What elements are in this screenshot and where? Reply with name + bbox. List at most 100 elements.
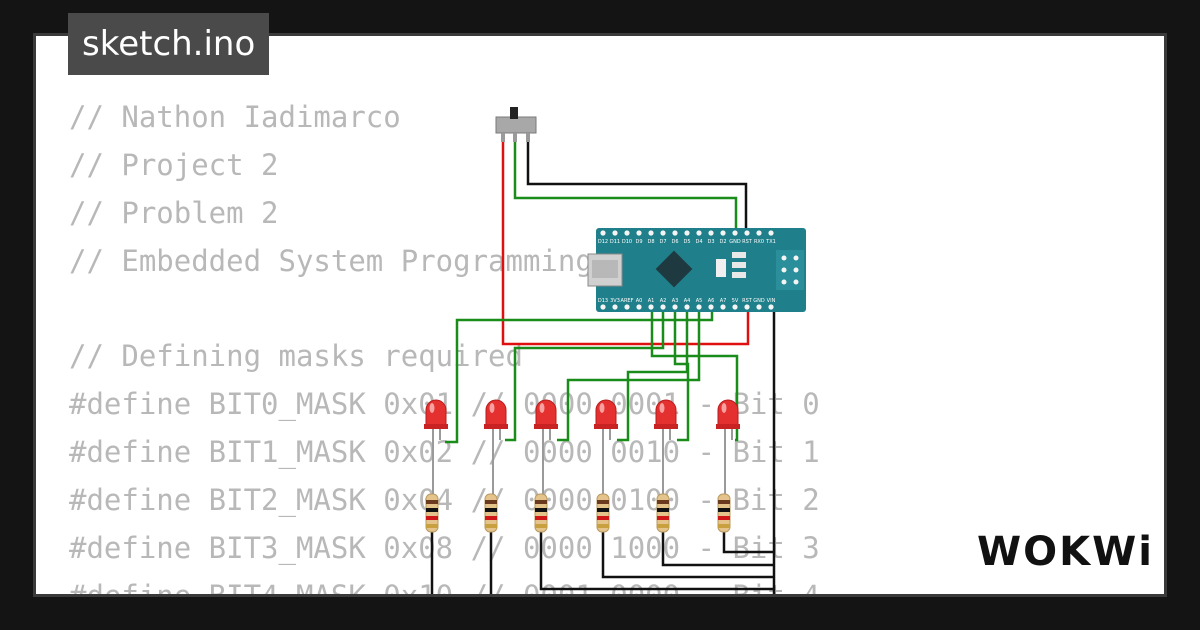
wire-led0 (445, 308, 714, 444)
wire-switch-d2 (513, 140, 738, 232)
pin-label: D5 (683, 239, 690, 245)
pin-label: A0 (636, 298, 643, 304)
pin-label: GND (753, 298, 765, 304)
pin-label: D4 (695, 239, 702, 245)
board-pin (756, 230, 762, 236)
board-pin (648, 230, 654, 236)
pin-label: A1 (648, 298, 655, 304)
board-pin (756, 304, 762, 310)
top-pin-row (600, 230, 774, 236)
board-pin (696, 304, 702, 310)
board-pin (600, 230, 606, 236)
pin-label: TX1 (765, 239, 776, 245)
board-pin (612, 230, 618, 236)
wire-gnd-r2 (539, 530, 774, 591)
code-line: #define BIT3_MASK 0x08 // 0000 1000 - Bi… (69, 531, 820, 566)
board-pin (648, 304, 654, 310)
pin-label: A3 (672, 298, 679, 304)
resistor[interactable] (534, 493, 548, 533)
board-pin (660, 304, 666, 310)
pin-label: 3V3 (610, 298, 620, 304)
board-pin (720, 230, 726, 236)
pin-label: A6 (708, 298, 715, 304)
pin-label: A4 (684, 298, 691, 304)
wire-gnd-r3 (601, 530, 774, 579)
pin-label: RST (742, 239, 753, 245)
board-pin (732, 230, 738, 236)
code-line: // Project 2 (69, 147, 279, 182)
pin-label: D13 (598, 298, 608, 304)
wokwi-logo: WOKWi (977, 529, 1154, 575)
red-led[interactable] (654, 399, 678, 496)
board-pin (636, 230, 642, 236)
pin-label: A5 (696, 298, 703, 304)
pin-label: D10 (622, 239, 632, 245)
red-led[interactable] (484, 399, 508, 496)
board-pin (696, 230, 702, 236)
board-pin (624, 230, 630, 236)
resistor[interactable] (717, 493, 731, 533)
code-line: #define BIT1_MASK 0x02 // 0000 0010 - Bi… (69, 435, 820, 470)
wire-led2 (557, 308, 701, 442)
wire-switch-5v (501, 140, 750, 346)
board-pin (624, 304, 630, 310)
file-name-label: sketch.ino (82, 24, 256, 64)
board-pin (636, 304, 642, 310)
wokwi-logo-text: WOKWi (977, 529, 1154, 575)
resistor[interactable] (425, 493, 439, 533)
wire-switch-gnd (526, 140, 748, 232)
board-pin (708, 230, 714, 236)
red-led[interactable] (424, 399, 448, 496)
pin-label: D12 (598, 239, 608, 245)
pin-label: GND (729, 239, 741, 245)
resistor[interactable] (656, 493, 670, 533)
wire-led5 (650, 308, 739, 442)
pin-label: D2 (719, 239, 726, 245)
pin-label: D11 (610, 239, 620, 245)
pin-label: AREF (621, 298, 634, 304)
slide-switch[interactable] (495, 107, 537, 142)
board-pin (684, 230, 690, 236)
pin-label: A2 (660, 298, 667, 304)
pin-label: D3 (707, 239, 714, 245)
board-pin (672, 230, 678, 236)
pin-label: A7 (720, 298, 727, 304)
pin-label: RST (742, 298, 753, 304)
board-pin (768, 304, 774, 310)
board-pin (672, 304, 678, 310)
file-name-tab: sketch.ino (68, 13, 270, 75)
board-pin (684, 304, 690, 310)
board-pin (660, 230, 666, 236)
board-pin (732, 304, 738, 310)
code-line: // Embedded System Programming (69, 243, 593, 278)
pin-label: D8 (647, 239, 654, 245)
wire-led1 (505, 308, 665, 442)
wire-gnd-r4 (661, 530, 774, 567)
red-led[interactable] (594, 399, 618, 496)
board-pin (600, 304, 606, 310)
pin-label: VIN (767, 298, 776, 304)
pin-label: 5V (732, 298, 739, 304)
bottom-pin-row (600, 304, 774, 310)
red-led[interactable] (716, 399, 740, 496)
code-line: // Defining masks required (69, 339, 523, 374)
board-pin (768, 230, 774, 236)
code-line: // Nathon Iadimarco (69, 100, 401, 134)
board-pin (612, 304, 618, 310)
pin-label: D7 (659, 239, 666, 245)
wire-gnd-r5 (722, 530, 774, 554)
board-pin (720, 304, 726, 310)
pin-label: RX0 (754, 239, 764, 245)
board-pin (708, 304, 714, 310)
resistor[interactable] (484, 493, 498, 533)
board-pin (744, 304, 750, 310)
resistor-group (425, 493, 731, 533)
red-led[interactable] (534, 399, 558, 496)
led-group (424, 399, 740, 496)
resistor[interactable] (596, 493, 610, 533)
code-line: // Problem 2 (69, 195, 279, 230)
